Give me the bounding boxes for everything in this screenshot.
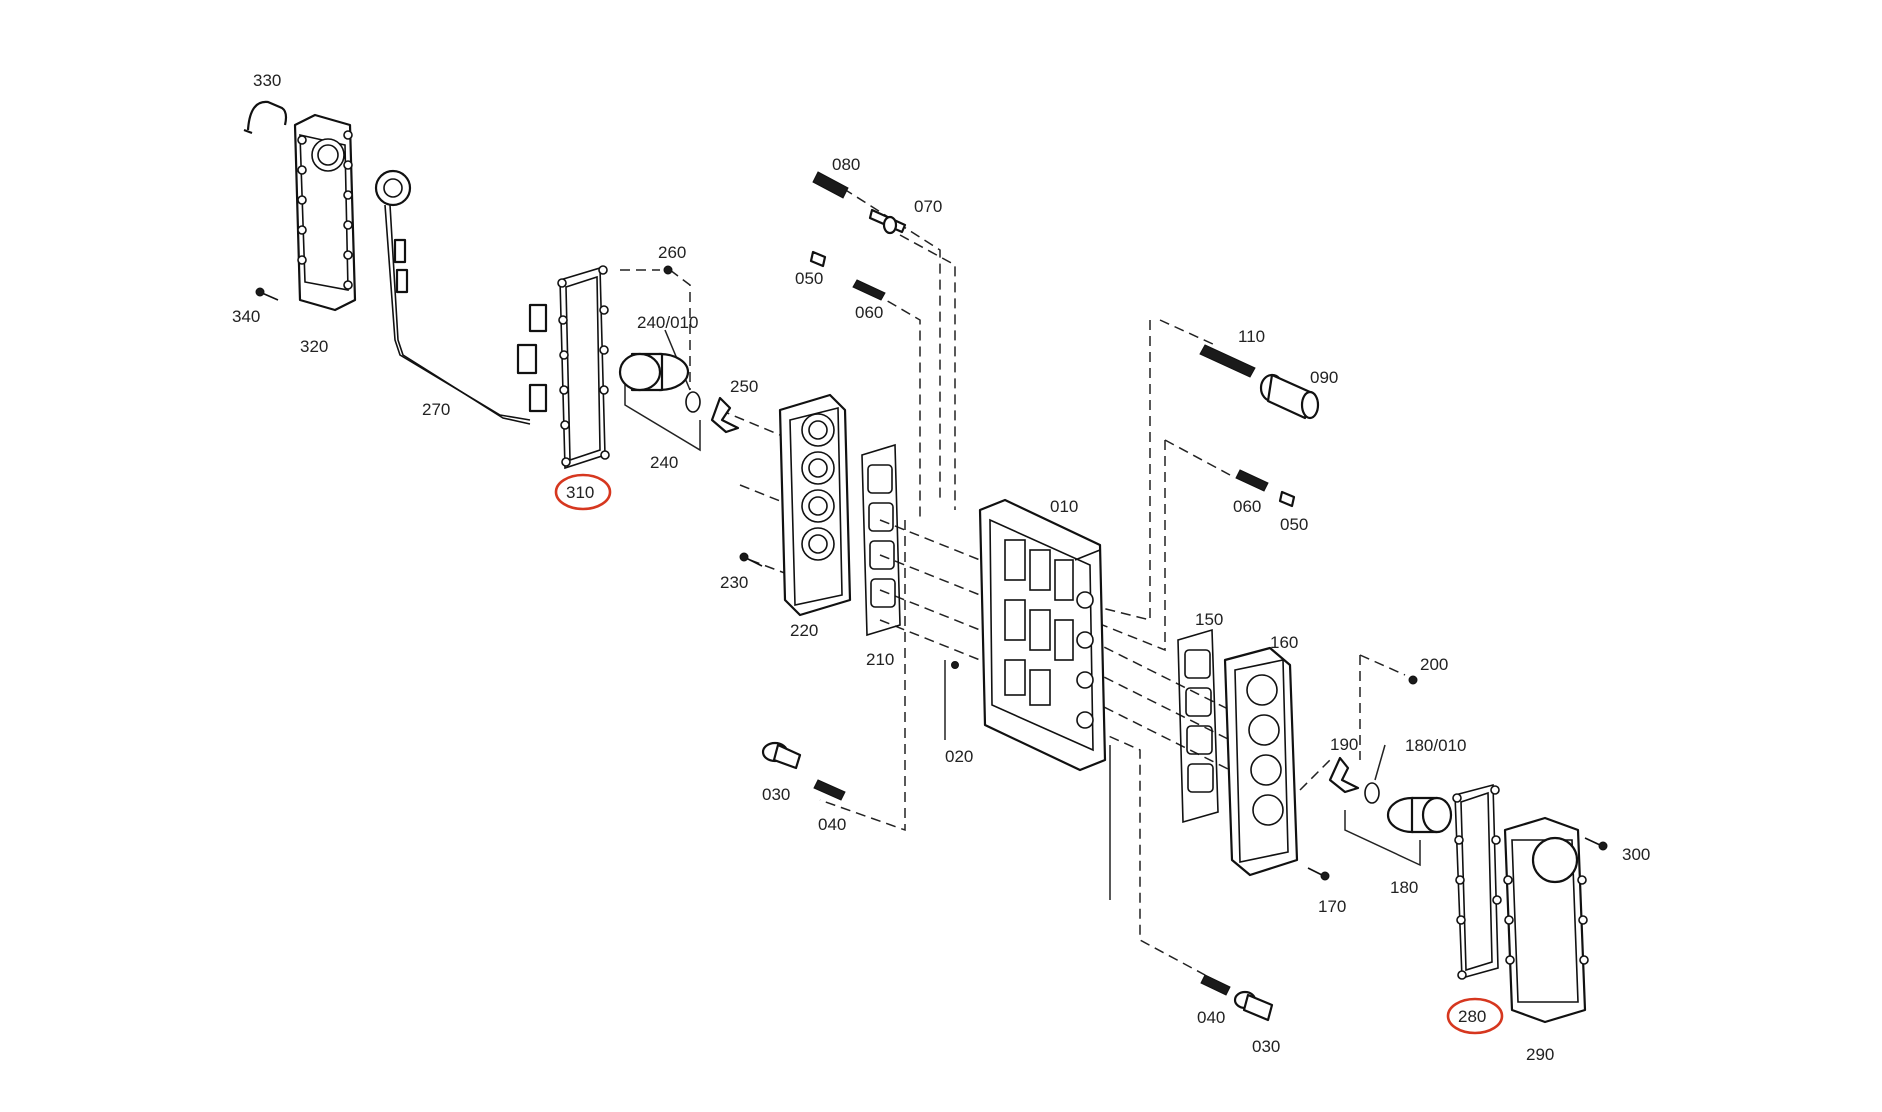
label-220: 220 (790, 621, 818, 640)
part-180-solenoid (1364, 782, 1453, 834)
label-280: 280 (1458, 1007, 1486, 1026)
part-090-piston (1259, 373, 1320, 420)
part-300-bolt (1584, 837, 1608, 851)
label-300: 300 (1622, 845, 1650, 864)
label-040a: 040 (818, 815, 846, 834)
highlight-ring-310 (554, 473, 612, 511)
part-250-clip (710, 396, 740, 434)
part-190-clip (1328, 756, 1360, 794)
part-340-bolt (255, 287, 279, 301)
part-060a-spring (852, 279, 886, 301)
label-180-010: 180/010 (1405, 736, 1466, 755)
part-170-bolt (1307, 867, 1330, 881)
part-060b-spring (1235, 469, 1269, 492)
part-010-valve-body (978, 498, 1107, 772)
part-030a-plug (761, 741, 802, 770)
part-020-ball (951, 661, 959, 669)
label-020: 020 (945, 747, 973, 766)
part-200-screw (1408, 675, 1418, 685)
label-030b: 030 (1252, 1037, 1280, 1056)
part-220-intermediate-plate (778, 393, 852, 617)
part-110-spring (1199, 344, 1256, 378)
part-310-gasket (557, 265, 610, 470)
label-170: 170 (1318, 897, 1346, 916)
label-230: 230 (720, 573, 748, 592)
label-040b: 040 (1197, 1008, 1225, 1027)
label-290: 290 (1526, 1045, 1554, 1064)
part-070-valve (868, 208, 907, 235)
label-210: 210 (866, 650, 894, 669)
label-060a: 060 (855, 303, 883, 322)
part-050b-plug (1278, 490, 1296, 508)
highlight-ring-280 (1446, 997, 1504, 1035)
label-250: 250 (730, 377, 758, 396)
label-160: 160 (1270, 633, 1298, 652)
part-260-screw (663, 265, 673, 275)
label-240: 240 (650, 453, 678, 472)
label-200: 200 (1420, 655, 1448, 674)
label-060b: 060 (1233, 497, 1261, 516)
label-190: 190 (1330, 735, 1358, 754)
part-080-spring (812, 171, 849, 199)
part-230-bolt (739, 552, 763, 567)
label-010: 010 (1050, 497, 1078, 516)
label-240-010: 240/010 (637, 313, 698, 332)
label-080: 080 (832, 155, 860, 174)
part-050a-plug (809, 250, 827, 268)
label-330: 330 (253, 71, 281, 90)
label-310: 310 (566, 483, 594, 502)
part-290-cover-plate (1503, 816, 1589, 1024)
part-280-gasket (1452, 783, 1502, 980)
label-320: 320 (300, 337, 328, 356)
part-150-gasket (1177, 628, 1219, 824)
part-330-clip (243, 100, 288, 135)
label-090: 090 (1310, 368, 1338, 387)
part-030b-plug (1233, 990, 1274, 1022)
label-110: 110 (1238, 327, 1265, 346)
label-150: 150 (1195, 610, 1223, 629)
part-040b-spring (1200, 974, 1231, 996)
part-labels: 330 340 320 270 310 260 240/010 250 240 … (232, 71, 1650, 1064)
part-040a-spring (813, 779, 846, 801)
part-320-cover-plate (293, 113, 357, 312)
part-210-gasket (861, 443, 901, 637)
label-260: 260 (658, 243, 686, 262)
label-050b: 050 (1280, 515, 1308, 534)
label-050a: 050 (795, 269, 823, 288)
part-270-wiring-harness (374, 169, 548, 425)
part-160-intermediate-plate (1223, 646, 1299, 877)
label-070: 070 (914, 197, 942, 216)
label-030a: 030 (762, 785, 790, 804)
highlight-markers (554, 473, 1504, 1035)
label-270: 270 (422, 400, 450, 419)
label-340: 340 (232, 307, 260, 326)
part-240-solenoid (618, 352, 701, 413)
label-180: 180 (1390, 878, 1418, 897)
